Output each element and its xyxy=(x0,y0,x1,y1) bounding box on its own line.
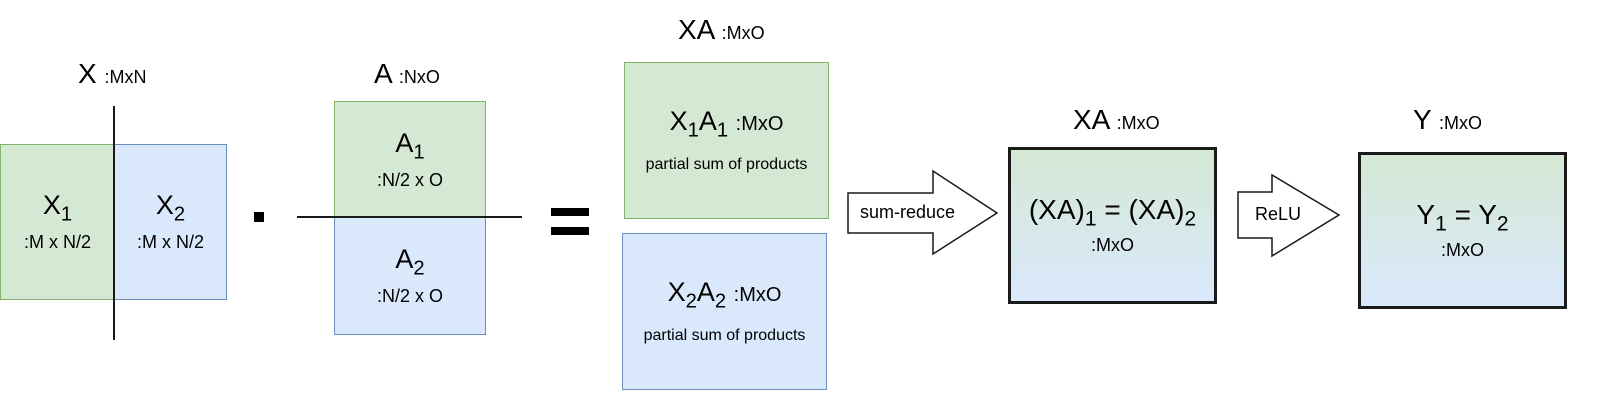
x-matrix-label: X :MxN xyxy=(78,58,147,89)
dot-operator xyxy=(254,212,264,222)
x2a2-name: X2A2 :MxO xyxy=(667,277,782,313)
xa-result-block: (XA)1 = (XA)2 :MxO xyxy=(1008,147,1217,304)
x2-dims: :M x N/2 xyxy=(136,231,204,252)
relu-label: ReLU xyxy=(1255,204,1302,224)
x1a1-name: X1A1 :MxO xyxy=(669,106,784,142)
x-split-line xyxy=(113,106,115,340)
xa-result-dims: :MxO xyxy=(1091,234,1134,255)
sum-reduce-label: sum-reduce xyxy=(860,202,956,222)
x2-block: X2 :M x N/2 xyxy=(114,144,227,300)
equals-operator-bottom xyxy=(551,227,589,235)
relu-arrow xyxy=(1237,173,1341,258)
x1-name: X1 xyxy=(42,190,73,226)
a1-block: A1 :N/2 x O xyxy=(334,101,486,219)
y-result-label: Y :MxO xyxy=(1413,104,1482,135)
x1-block: X1 :M x N/2 xyxy=(0,144,115,300)
y-result-equation: Y1 = Y2 xyxy=(1416,199,1509,236)
xa-result-label: XA :MxO xyxy=(1073,104,1160,135)
a1-name: A1 xyxy=(395,128,425,164)
a-split-line xyxy=(297,216,522,218)
x1-dims: :M x N/2 xyxy=(23,231,91,252)
a1-dims: :N/2 x O xyxy=(376,169,443,190)
y-result-dims: :MxO xyxy=(1441,239,1484,260)
xa-stack-label: XA :MxO xyxy=(678,14,765,45)
a2-name: A2 xyxy=(395,244,425,280)
x1a1-block: X1A1 :MxO partial sum of products xyxy=(624,62,829,219)
x1a1-caption: partial sum of products xyxy=(645,155,808,173)
sum-reduce-arrow xyxy=(847,169,999,256)
xa-result-equation: (XA)1 = (XA)2 xyxy=(1028,194,1197,231)
x2a2-block: X2A2 :MxO partial sum of products xyxy=(622,233,827,390)
a2-dims: :N/2 x O xyxy=(376,285,443,306)
x2a2-caption: partial sum of products xyxy=(643,326,806,344)
a2-block: A2 :N/2 x O xyxy=(334,217,486,335)
y-result-block: Y1 = Y2 :MxO xyxy=(1358,152,1567,309)
a-matrix-label: A :NxO xyxy=(374,58,440,89)
x2-name: X2 xyxy=(155,190,186,226)
equals-operator xyxy=(551,208,589,216)
